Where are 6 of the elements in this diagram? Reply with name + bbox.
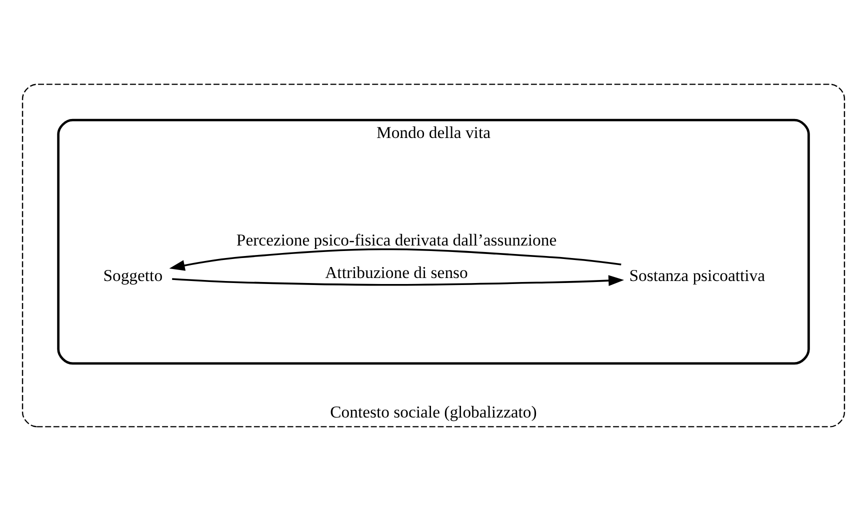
edge-label: Attribuzione di senso — [325, 262, 468, 282]
arrow — [172, 275, 624, 286]
node-text: Sostanza psicoattiva — [629, 266, 766, 285]
arrow — [169, 248, 622, 271]
edge-label: Percezione psico-fisica derivata dall’assunzione — [236, 230, 557, 250]
node-text: Soggetto — [103, 266, 163, 285]
